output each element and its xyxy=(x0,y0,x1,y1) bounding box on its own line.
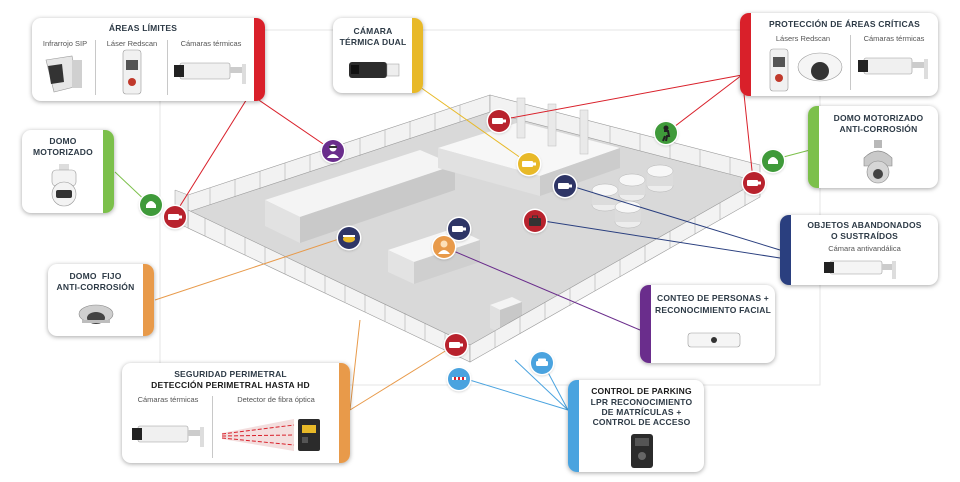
dome-icon xyxy=(343,235,355,243)
item-label: Cámara antivandálica xyxy=(828,244,901,253)
pin-camera-areas-limites[interactable] xyxy=(164,206,186,228)
lasers-redscan-icon xyxy=(769,48,843,92)
ptz-dome-icon xyxy=(51,164,77,207)
person-icon xyxy=(438,240,450,254)
thermal-camera-icon xyxy=(132,425,204,447)
dome-icon xyxy=(146,201,156,208)
card-domo-motorizado-anticorrosion[interactable]: DOMO MOTORIZADO ANTI-CORROSIÓN xyxy=(808,106,938,188)
card-camara-termica-dual[interactable]: CÁMARA TÉRMICA DUAL xyxy=(333,18,423,93)
pin-intruder[interactable] xyxy=(322,140,344,162)
pin-person[interactable] xyxy=(433,236,455,258)
plant-ground xyxy=(188,110,760,355)
fence-front-posts xyxy=(204,188,746,350)
card-title-line-1: DOMO MOTORIZADO xyxy=(833,113,924,123)
vandal-camera-icon xyxy=(824,260,896,279)
camera-icon xyxy=(449,342,463,348)
fixed-dome-icon xyxy=(78,304,114,324)
intruder-icon xyxy=(327,144,339,158)
pin-briefcase[interactable] xyxy=(524,210,546,232)
card-title-line-2: RECONOCIMIENTO FACIAL xyxy=(655,305,771,315)
car-icon xyxy=(536,358,548,366)
pin-domo-fijo[interactable] xyxy=(338,227,360,249)
card-seguridad-perimetral[interactable]: SEGURIDAD PERIMETRAL DETECCIÓN PERIMETRA… xyxy=(122,363,350,463)
pin-camera-conteo[interactable] xyxy=(448,218,470,240)
item-label: Cámaras térmicas xyxy=(137,395,199,404)
card-title-line-2: ANTI-CORROSIÓN xyxy=(839,124,918,134)
camera-icon xyxy=(558,183,572,189)
item-label: Cámaras térmicas xyxy=(863,34,925,43)
dome-icon xyxy=(768,157,778,164)
pin-camara-termica-dual[interactable] xyxy=(518,153,540,175)
connector-lines xyxy=(114,74,811,411)
fence-front xyxy=(174,179,761,363)
card-title-line-3: CONTROL DE ACCESO xyxy=(592,417,691,427)
card-title-line-1: DOMO xyxy=(49,136,77,146)
card-title-line-2: MOTORIZADO xyxy=(33,147,93,157)
camera-icon xyxy=(522,161,536,167)
person-icon xyxy=(662,125,671,142)
pin-dome-anticorrosion[interactable] xyxy=(762,150,784,172)
item-label: Lásers Redscan xyxy=(775,34,831,43)
card-title-line-2: O SUSTRAÍDOS xyxy=(830,231,899,241)
item-label: Láser Redscan xyxy=(106,39,158,48)
card-title-line-2: DETECCIÓN PERIMETRAL HASTA HD xyxy=(151,380,310,390)
briefcase-icon xyxy=(529,215,541,226)
card-domo-fijo[interactable]: DOMO FIJO ANTI-CORROSIÓN xyxy=(48,264,154,336)
access-reader-icon xyxy=(631,434,653,468)
item-label: Infrarrojo SIP xyxy=(42,39,88,48)
card-areas-limites[interactable]: ÁREAS LÍMITES Infrarrojo SIP Láser Redsc… xyxy=(32,18,265,101)
card-title: PROTECCIÓN DE ÁREAS CRÍTICAS xyxy=(768,19,921,29)
laser-redscan-icon xyxy=(122,49,142,95)
pin-person-walking[interactable] xyxy=(655,122,677,144)
pin-objetos-camera[interactable] xyxy=(554,175,576,197)
card-title-line-1: LPR RECONOCIMIENTO xyxy=(590,397,693,407)
infrared-sensor-icon xyxy=(45,55,82,93)
anticorrosion-ptz-icon xyxy=(863,140,893,184)
camera-icon xyxy=(168,214,182,220)
card-conteo-personas[interactable]: CONTEO DE PERSONAS + RECONOCIMIENTO FACI… xyxy=(640,285,775,363)
pin-camera-critical-2[interactable] xyxy=(743,172,765,194)
card-control-parking[interactable]: CONTROL DE PARKING LPR RECONOCIMIENTO DE… xyxy=(568,380,704,472)
pin-camera-critical-1[interactable] xyxy=(488,110,510,132)
pin-car[interactable] xyxy=(531,352,553,374)
people-counter-icon xyxy=(687,332,741,348)
thermal-camera-icon xyxy=(858,57,928,79)
card-title-line-2: TÉRMICA DUAL xyxy=(339,37,407,47)
pin-gate[interactable] xyxy=(448,368,470,390)
card-title-line-1: SEGURIDAD PERIMETRAL xyxy=(174,369,287,379)
card-domo-motorizado[interactable]: DOMO MOTORIZADO xyxy=(22,130,114,213)
thermal-camera-icon xyxy=(174,62,246,84)
card-title-line-1: OBJETOS ABANDONADOS xyxy=(807,220,922,230)
card-title-line-2: ANTI-CORROSIÓN xyxy=(56,282,135,292)
item-label: Cámaras térmicas xyxy=(180,39,242,48)
fiber-optic-detector-icon xyxy=(221,419,320,451)
camera-icon xyxy=(492,118,506,124)
card-proteccion-areas-criticas[interactable]: PROTECCIÓN DE ÁREAS CRÍTICAS Lásers Reds… xyxy=(740,13,938,96)
pin-dome-motorizado[interactable] xyxy=(140,194,162,216)
gate-icon xyxy=(452,377,466,380)
camera-icon xyxy=(747,180,761,186)
dual-thermal-camera-icon xyxy=(349,62,400,78)
card-objetos-abandonados[interactable]: OBJETOS ABANDONADOS O SUSTRAÍDOS Cámara … xyxy=(780,215,938,285)
card-title-line-1: CONTEO DE PERSONAS + xyxy=(657,293,769,303)
card-title-line-2: DE MATRÍCULAS + xyxy=(601,407,682,417)
card-title: CONTROL DE PARKING xyxy=(591,386,692,396)
pin-camera-perimetral[interactable] xyxy=(445,334,467,356)
item-label: Detector de fibra óptica xyxy=(237,395,315,404)
card-title-line-1: DOMO FIJO xyxy=(69,271,122,281)
card-title: ÁREAS LÍMITES xyxy=(108,23,178,33)
camera-icon xyxy=(452,226,466,232)
card-title-line-1: CÁMARA xyxy=(353,26,393,36)
